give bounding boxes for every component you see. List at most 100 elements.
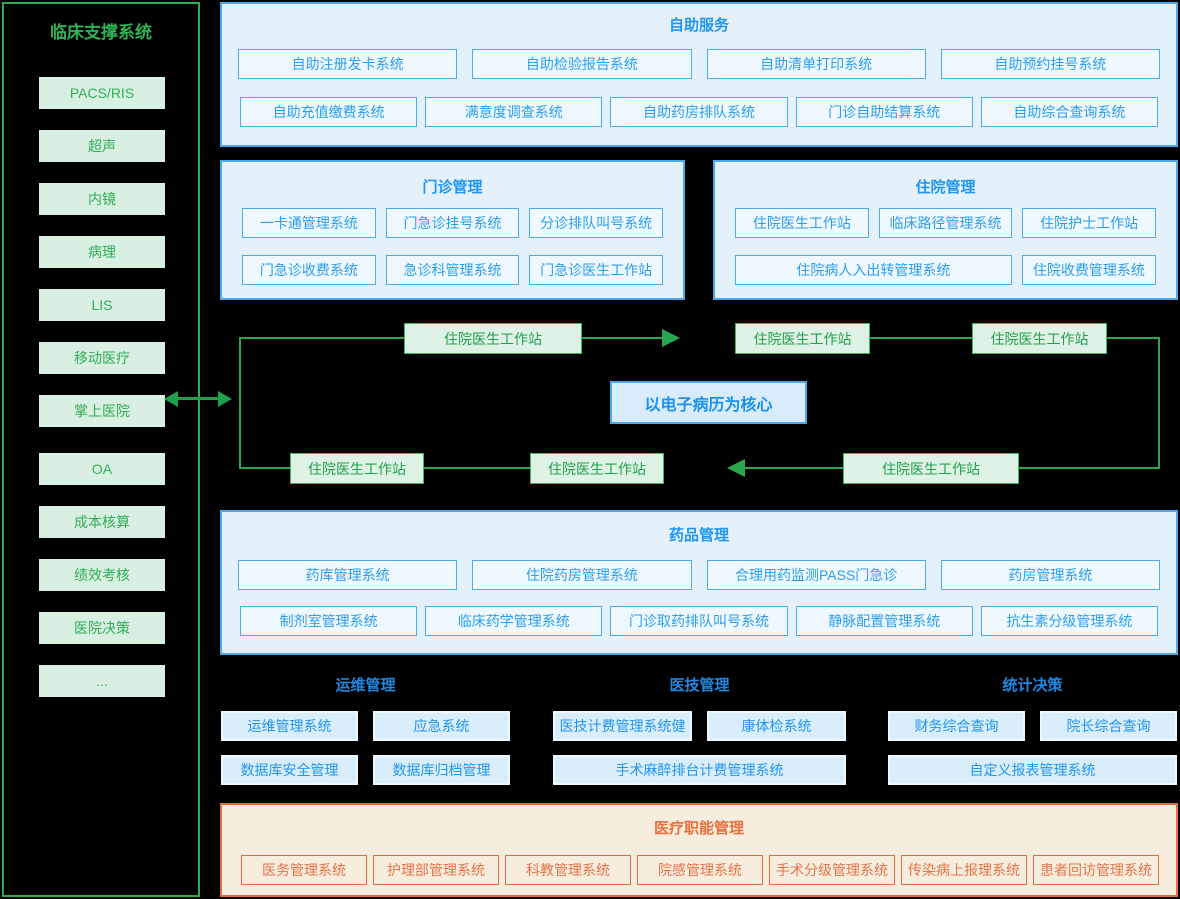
station-box: 住院医生工作站 xyxy=(735,323,870,354)
system-box: 门急诊挂号系统 xyxy=(385,208,520,238)
system-box: 医技计费管理系统健 xyxy=(553,711,692,741)
system-box: 住院护士工作站 xyxy=(1022,208,1157,238)
stats-title: 统计决策 xyxy=(1002,677,1063,694)
system-box: 门急诊收费系统 xyxy=(242,255,376,285)
system-box: 自助预约挂号系统 xyxy=(940,49,1160,79)
connector-line xyxy=(424,467,530,469)
section-medical-admin: 医疗职能管理 医务管理系统 护理部管理系统 科教管理系统 院感管理系统 手术分级… xyxy=(220,803,1178,897)
connector-line xyxy=(1107,337,1160,339)
sidebar-item-mobile-medical: 移动医疗 xyxy=(39,342,165,374)
section-inpatient: 住院管理 住院医生工作站 临床路径管理系统 住院护士工作站 住院病人入出转管理系… xyxy=(713,160,1178,300)
outpatient-row2: 门急诊收费系统 急诊科管理系统 门急诊医生工作站 xyxy=(242,255,664,285)
system-box: 自助检验报告系统 xyxy=(472,49,692,79)
system-box: 数据库归档管理 xyxy=(373,755,510,785)
system-box: 急诊科管理系统 xyxy=(385,255,520,285)
system-box: 合理用药监测PASS门急诊 xyxy=(706,560,926,590)
connector-line xyxy=(582,337,662,339)
medical-admin-row: 医务管理系统 护理部管理系统 科教管理系统 院感管理系统 手术分级管理系统 传染… xyxy=(241,855,1159,885)
station-box: 住院医生工作站 xyxy=(843,453,1019,484)
stats-row1: 财务综合查询 院长综合查询 xyxy=(888,711,1177,741)
self-service-row1: 自助注册发卡系统 自助检验报告系统 自助清单打印系统 自助预约挂号系统 xyxy=(238,49,1160,79)
section-pharmacy: 药品管理 药库管理系统 住院药房管理系统 合理用药监测PASS门急诊 药房管理系… xyxy=(220,510,1178,655)
system-box: 临床路径管理系统 xyxy=(878,208,1013,238)
system-box: 临床药学管理系统 xyxy=(425,606,603,636)
system-box: 财务综合查询 xyxy=(888,711,1025,741)
system-box: 应急系统 xyxy=(373,711,510,741)
system-box: 院感管理系统 xyxy=(637,855,763,885)
system-box: 自助清单打印系统 xyxy=(706,49,926,79)
inpatient-row1: 住院医生工作站 临床路径管理系统 住院护士工作站 xyxy=(735,208,1157,238)
system-box: 药房管理系统 xyxy=(940,560,1160,590)
sidebar-item-lis: LIS xyxy=(39,289,165,321)
system-box: 满意度调查系统 xyxy=(425,97,603,127)
system-box: 抗生素分级管理系统 xyxy=(980,606,1159,636)
sidebar-item-pacs-ris: PACS/RIS xyxy=(39,77,165,109)
inpatient-title: 住院管理 xyxy=(915,179,976,196)
sidebar-item-performance: 绩效考核 xyxy=(39,559,165,591)
system-box: 科教管理系统 xyxy=(505,855,631,885)
self-service-title: 自助服务 xyxy=(668,17,729,34)
connector-line xyxy=(178,397,218,400)
clinical-support-title: 临床支撑系统 xyxy=(50,23,152,42)
inpatient-row2: 住院病人入出转管理系统 住院收费管理系统 xyxy=(735,255,1156,285)
system-box: 住院收费管理系统 xyxy=(1021,255,1156,285)
station-box: 住院医生工作站 xyxy=(290,453,424,484)
system-box: 运维管理系统 xyxy=(221,711,358,741)
connector-line xyxy=(239,337,404,339)
group-ops: 运维管理 运维管理系统 应急系统 数据库安全管理 数据库归档管理 xyxy=(221,668,510,788)
emr-core-box: 以电子病历为核心 xyxy=(610,381,807,424)
section-self-service: 自助服务 自助注册发卡系统 自助检验报告系统 自助清单打印系统 自助预约挂号系统… xyxy=(220,2,1178,147)
system-box: 手术分级管理系统 xyxy=(769,855,895,885)
arrow-right-icon xyxy=(662,329,680,347)
sidebar-item-hospital-decision: 医院决策 xyxy=(39,612,165,644)
medtech-title: 医技管理 xyxy=(669,677,730,694)
ops-title: 运维管理 xyxy=(335,677,396,694)
system-box: 自助综合查询系统 xyxy=(980,97,1159,127)
sidebar-item-endoscopy: 内镜 xyxy=(39,183,165,215)
stats-row2: 自定义报表管理系统 xyxy=(888,755,1177,785)
system-box: 患者回访管理系统 xyxy=(1033,855,1159,885)
system-box: 门诊自助结算系统 xyxy=(795,97,973,127)
clinical-support-list: PACS/RIS 超声 内镜 病理 LIS 移动医疗 掌上医院 OA 成本核算 … xyxy=(39,77,165,697)
outpatient-title: 门诊管理 xyxy=(422,179,483,196)
system-box: 院长综合查询 xyxy=(1040,711,1177,741)
system-box: 药库管理系统 xyxy=(238,560,458,590)
group-medtech: 医技管理 医技计费管理系统健 康体检系统 手术麻醉排台计费管理系统 xyxy=(553,668,846,788)
system-box: 数据库安全管理 xyxy=(221,755,358,785)
sidebar-item-ultrasound: 超声 xyxy=(39,130,165,162)
system-box: 静脉配置管理系统 xyxy=(795,606,973,636)
system-box: 住院药房管理系统 xyxy=(472,560,692,590)
system-box: 医务管理系统 xyxy=(241,855,367,885)
connector-line xyxy=(1018,467,1160,469)
system-box: 自定义报表管理系统 xyxy=(888,755,1177,785)
system-box: 住院病人入出转管理系统 xyxy=(735,255,1012,285)
outpatient-row1: 一卡通管理系统 门急诊挂号系统 分诊排队叫号系统 xyxy=(242,208,664,238)
sidebar-item-palm-hospital: 掌上医院 xyxy=(39,395,165,427)
clinical-support-panel: 临床支撑系统 PACS/RIS 超声 内镜 病理 LIS 移动医疗 掌上医院 O… xyxy=(2,2,200,897)
ops-row2: 数据库安全管理 数据库归档管理 xyxy=(221,755,510,785)
arrow-right-icon xyxy=(218,391,232,407)
station-box: 住院医生工作站 xyxy=(404,323,582,354)
system-box: 制剂室管理系统 xyxy=(240,606,418,636)
connector-line xyxy=(870,337,972,339)
system-box: 传染病上报理系统 xyxy=(901,855,1027,885)
system-box: 门急诊医生工作站 xyxy=(529,255,664,285)
station-box: 住院医生工作站 xyxy=(530,453,664,484)
system-box: 住院医生工作站 xyxy=(735,208,869,238)
arrow-left-icon xyxy=(727,459,745,477)
system-box: 自助注册发卡系统 xyxy=(238,49,458,79)
medtech-row2: 手术麻醉排台计费管理系统 xyxy=(553,755,846,785)
pharmacy-row2: 制剂室管理系统 临床药学管理系统 门诊取药排队叫号系统 静脉配置管理系统 抗生素… xyxy=(240,606,1159,636)
sidebar-item-more: ... xyxy=(39,665,165,697)
connector-line xyxy=(239,337,241,469)
connector-line xyxy=(745,467,843,469)
medical-admin-title: 医疗职能管理 xyxy=(653,820,744,837)
system-box: 护理部管理系统 xyxy=(373,855,499,885)
sidebar-item-cost-accounting: 成本核算 xyxy=(39,506,165,538)
system-box: 门诊取药排队叫号系统 xyxy=(610,606,788,636)
pharmacy-title: 药品管理 xyxy=(668,527,729,544)
system-box: 自助药房排队系统 xyxy=(610,97,788,127)
system-box: 分诊排队叫号系统 xyxy=(529,208,664,238)
ops-row1: 运维管理系统 应急系统 xyxy=(221,711,510,741)
